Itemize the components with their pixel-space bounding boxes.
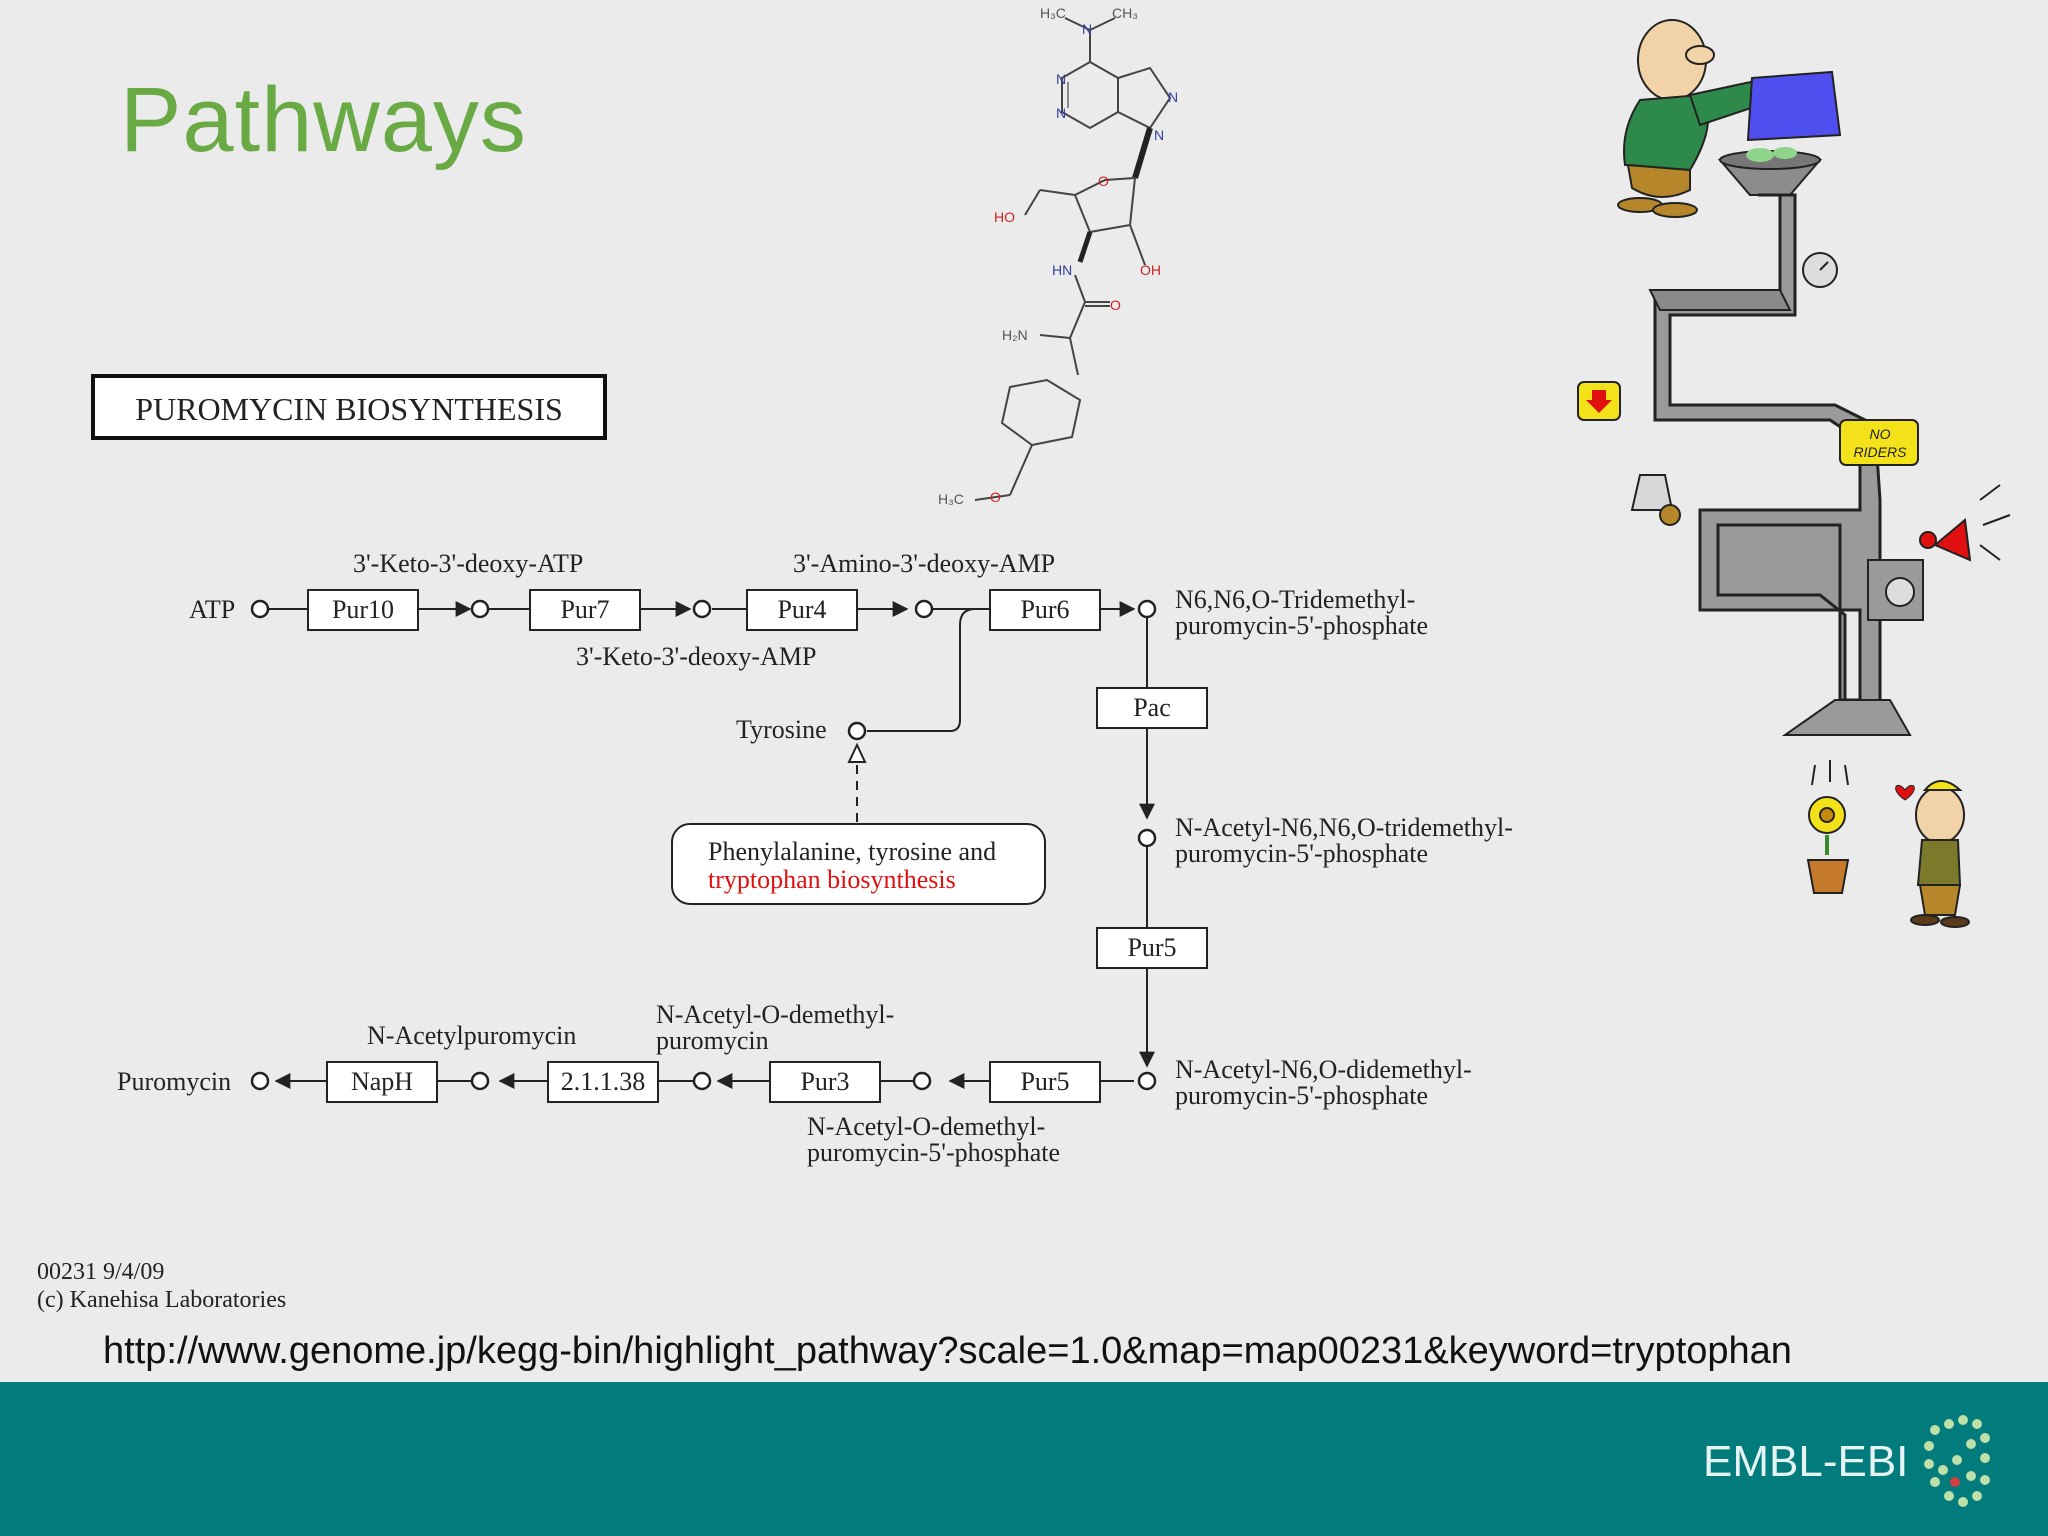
compound-nodes [250,599,1157,1091]
linked-map-label-line1: Phenylalanine, tyrosine and [708,837,996,866]
compound-keto-atp-label: 3'-Keto-3'-deoxy-ATP [353,549,583,578]
cartoon-sign-text-1: NO [1870,426,1891,442]
compound-puromycin-node [250,1071,270,1091]
compound-acetyl-didemethyl-node [1137,1071,1157,1091]
enzyme-pur6-label: Pur6 [1020,595,1069,624]
compound-atp-label: ATP [189,595,235,624]
cartoon-blue-bag [1746,70,1842,142]
svg-text:N: N [1056,105,1066,121]
cartoon-flower [1806,796,1850,894]
enzyme-pur3[interactable] [769,1061,881,1103]
pathway-title: PUROMYCIN BIOSYNTHESIS [135,391,563,427]
compound-atp-node [250,599,270,619]
enzyme-pur7-label: Pur7 [560,595,609,624]
compound-keto-amp-node [692,599,712,619]
compound-amino-amp-node [914,599,934,619]
embl-ebi-logo-icon [1924,1415,1990,1507]
svg-text:HO: HO [994,209,1015,225]
svg-text:O: O [1098,173,1109,189]
enzyme-pur5-b-label: Pur5 [1020,1067,1069,1096]
compound-acetyl-didemethyl-label-2: puromycin-5'-phosphate [1175,1081,1428,1110]
cartoon-man-bottom [1910,780,1970,928]
enzyme-ec-label: 2.1.1.38 [561,1067,646,1096]
tyrosine-open-arrow [847,742,867,763]
compound-acetyl-demethyl-p-label-2: puromycin-5'-phosphate [807,1138,1060,1167]
svg-text:O: O [990,489,1001,505]
svg-text:H₂N: H₂N [1002,327,1028,343]
compound-amino-amp-label: 3'-Amino-3'-deoxy-AMP [793,549,1055,578]
pathway-map-id-date: 00231 9/4/09 [37,1259,165,1285]
pathway-title-frame [91,374,607,440]
enzyme-pac-label: Pac [1133,693,1171,722]
linked-map-label-line2-highlight[interactable]: tryptophan biosynthesis [708,865,956,894]
svg-text:N: N [1082,21,1092,37]
compound-keto-atp-node [470,599,490,619]
svg-text:H₃C: H₃C [938,491,964,507]
compound-tridemethyl-label-1: N6,N6,O-Tridemethyl- [1175,585,1415,614]
cartoon-pipe [1653,193,1882,707]
cartoon-bell [1630,474,1674,511]
cartoon-man-top [1617,19,1761,218]
compound-acetyl-demethyl-node [692,1071,712,1091]
puromycin-structure [974,17,1172,501]
enzyme-ec-2-1-1-38[interactable] [547,1061,659,1103]
compound-acetylpuromycin-label: N-Acetylpuromycin [367,1021,576,1050]
compound-acetyl-demethyl-label-1: N-Acetyl-O-demethyl- [656,1000,894,1029]
compound-acetylpuromycin-node [470,1071,490,1091]
kegg-url[interactable]: http://www.genome.jp/kegg-bin/highlight_… [103,1330,1792,1372]
svg-text:N: N [1154,127,1164,143]
enzyme-pur7[interactable] [529,589,641,631]
cartoon-horn [1933,518,1972,562]
compound-tridemethyl-node [1137,599,1157,619]
pathway-copyright: (c) Kanehisa Laboratories [37,1287,287,1313]
enzyme-naph-label: NapH [351,1067,413,1096]
structure-atom-labels: H₃C N CH₃ N N N N O HO OH HN O H₂N H₃C O [938,5,1178,507]
svg-text:CH₃: CH₃ [1112,5,1138,21]
compound-tridemethyl-label-2: puromycin-5'-phosphate [1175,611,1428,640]
compound-keto-amp-label: 3'-Keto-3'-deoxy-AMP [576,642,816,671]
cartoon-nozzle [1781,699,1912,736]
enzyme-naph[interactable] [326,1061,438,1103]
svg-text:O: O [1110,297,1121,313]
compound-acetyl-demethyl-label-2: puromycin [656,1026,769,1055]
svg-text:H₃C: H₃C [1040,5,1066,21]
svg-text:OH: OH [1140,262,1161,278]
enzyme-pur5-a-label: Pur5 [1127,933,1176,962]
cartoon-heart [1895,785,1915,801]
enzyme-pur3-label: Pur3 [800,1067,849,1096]
linked-map-phenylalanine-tyrosine-tryptophan[interactable] [671,823,1046,905]
enzyme-boxes: Pur10 Pur7 Pur4 Pur6 Pac Pur5 Pur5 Pur3 … [307,589,1208,1103]
compound-acetyl-didemethyl-label-1: N-Acetyl-N6,O-didemethyl- [1175,1055,1472,1084]
compound-tyrosine-node [847,721,867,741]
compound-puromycin-label: Puromycin [117,1067,231,1096]
svg-text:N: N [1168,89,1178,105]
cartoon-gauge-bottom [1885,577,1915,607]
enzyme-pur4[interactable] [746,589,858,631]
svg-text:N: N [1056,71,1066,87]
enzyme-pur10[interactable] [307,589,419,631]
enzyme-pur10-label: Pur10 [332,595,394,624]
compound-acetyl-demethyl-p-node [912,1071,932,1091]
compound-acetyl-tridemethyl-label-1: N-Acetyl-N6,N6,O-tridemethyl- [1175,813,1513,842]
enzyme-pur6[interactable] [989,589,1101,631]
cartoon-no-riders-sign [1839,419,1919,466]
footer-bar [0,1382,2048,1536]
pipeline-cartoon: NO RIDERS [1577,19,2011,928]
svg-text:HN: HN [1052,262,1072,278]
pathway-diagram: H₃C N CH₃ N N N N O HO OH HN O H₂N H₃C O… [91,5,2011,1167]
slide-title: Pathways [120,69,527,171]
brand-label: EMBL-EBI [1703,1437,1909,1486]
pathway-credit: 00231 9/4/09 (c) Kanehisa Laboratories [37,1258,286,1314]
compound-acetyl-tridemethyl-label-2: puromycin-5'-phosphate [1175,839,1428,868]
enzyme-pur5-a[interactable] [1096,927,1208,969]
compound-acetyl-demethyl-p-label-1: N-Acetyl-O-demethyl- [807,1112,1045,1141]
compound-tyrosine-label: Tyrosine [736,715,827,744]
enzyme-pur5-b[interactable] [989,1061,1101,1103]
cartoon-sign-text-2: RIDERS [1854,444,1908,460]
compound-acetyl-tridemethyl-node [1137,828,1157,848]
enzyme-pur4-label: Pur4 [777,595,826,624]
enzyme-pac[interactable] [1096,687,1208,729]
